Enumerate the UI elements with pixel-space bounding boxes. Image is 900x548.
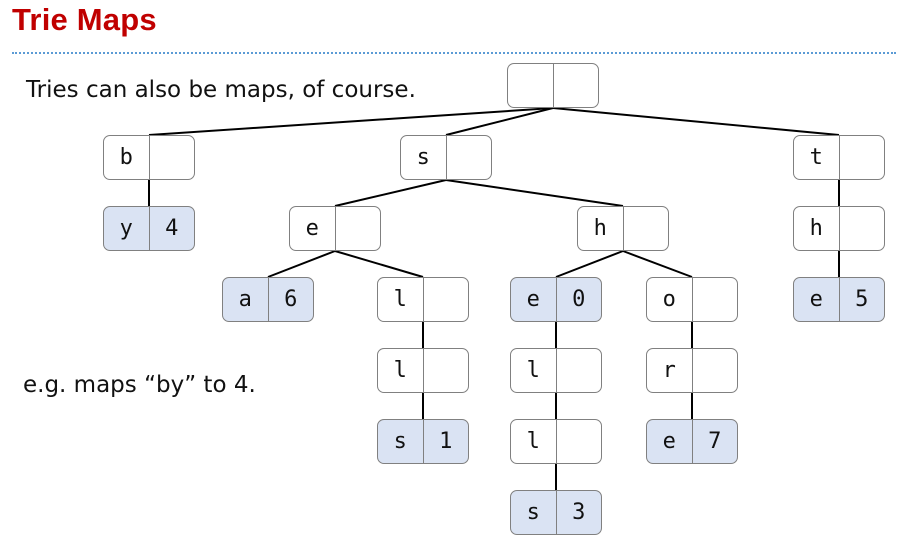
- edge-s-sh: [445, 179, 624, 207]
- node-key: b: [119, 145, 133, 170]
- trie-node-sh: h: [577, 206, 669, 251]
- node-key: e: [526, 287, 540, 312]
- node-value: 5: [838, 278, 885, 321]
- node-value: [691, 278, 738, 321]
- node-value: 0: [555, 278, 602, 321]
- trie-node-shor: r: [646, 348, 738, 393]
- node-key: e: [662, 429, 676, 454]
- node-key: t: [809, 145, 823, 170]
- trie-node-shel: l: [510, 348, 602, 393]
- edge-se-sel: [334, 250, 424, 278]
- edge-sh-she: [555, 250, 624, 278]
- node-value: [148, 136, 195, 179]
- trie-node-se: e: [289, 206, 381, 251]
- node-value: 1: [422, 420, 469, 463]
- title-divider: [12, 52, 896, 54]
- node-key: h: [593, 216, 607, 241]
- edge-se-sea: [267, 250, 336, 278]
- trie-node-t: t: [793, 135, 885, 180]
- node-key: r: [662, 358, 676, 383]
- node-key: s: [526, 500, 540, 525]
- node-key: a: [238, 287, 252, 312]
- edge-root-s: [445, 107, 554, 136]
- node-key: o: [662, 287, 676, 312]
- trie-node-sell: l: [377, 348, 469, 393]
- intro-text: Tries can also be maps, of course.: [26, 77, 416, 103]
- edge-sh-sho: [622, 250, 693, 278]
- node-key: h: [809, 216, 823, 241]
- node-value: [838, 207, 885, 250]
- node-key: y: [119, 216, 133, 241]
- node-value: [552, 64, 599, 107]
- node-key: e: [809, 287, 823, 312]
- edge-s-se: [334, 179, 447, 207]
- node-value: [422, 278, 469, 321]
- node-key: l: [526, 429, 540, 454]
- node-value: [691, 349, 738, 392]
- node-value: [445, 136, 492, 179]
- node-value: [555, 420, 602, 463]
- node-key: e: [305, 216, 319, 241]
- node-key: [508, 64, 553, 107]
- node-key: l: [393, 358, 407, 383]
- trie-node-s: s: [400, 135, 492, 180]
- node-value: [622, 207, 669, 250]
- trie-node-sel: l: [377, 277, 469, 322]
- trie-node-shell: l: [510, 419, 602, 464]
- trie-node-sho: o: [646, 277, 738, 322]
- node-value: [838, 136, 885, 179]
- edge-root-t: [552, 107, 840, 136]
- trie-node-th: h: [793, 206, 885, 251]
- example-note: e.g. maps “by” to 4.: [23, 372, 256, 398]
- slide-title: Trie Maps: [12, 2, 157, 37]
- node-value: [422, 349, 469, 392]
- node-value: [555, 349, 602, 392]
- node-value: [334, 207, 381, 250]
- node-value: 3: [555, 491, 602, 534]
- node-key: s: [416, 145, 430, 170]
- trie-node-root: [507, 63, 599, 108]
- node-value: 4: [148, 207, 195, 250]
- node-value: 7: [691, 420, 738, 463]
- node-key: l: [393, 287, 407, 312]
- edge-root-b: [148, 107, 554, 136]
- node-key: l: [526, 358, 540, 383]
- node-key: s: [393, 429, 407, 454]
- trie-node-b: b: [103, 135, 195, 180]
- node-value: 6: [267, 278, 314, 321]
